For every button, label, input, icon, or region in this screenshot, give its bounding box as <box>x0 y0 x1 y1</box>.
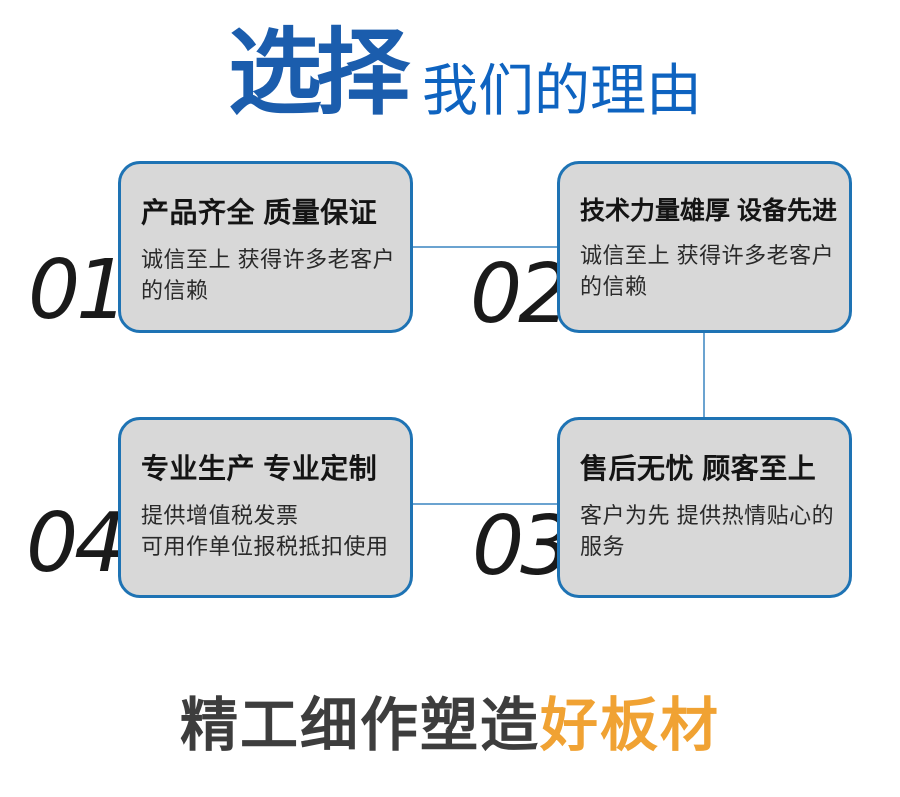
card-body: 提供增值税发票 可用作单位报税抵扣使用 <box>141 500 400 562</box>
card-title: 售后无忧 顾客至上 <box>580 453 817 484</box>
page-subtitle: 我们的理由 <box>422 59 702 122</box>
feature-card-4: 专业生产 专业定制 提供增值税发票 可用作单位报税抵扣使用 <box>118 417 413 598</box>
card-body: 诚信至上 获得许多老客户 的信赖 <box>141 244 400 306</box>
connector-line-card2-card3 <box>703 332 705 418</box>
step-number-03: 03 <box>472 499 572 594</box>
card-body-line1: 诚信至上 获得许多老客户 <box>141 247 396 272</box>
feature-card-3: 售后无忧 顾客至上 客户为先 提供热情贴心的 服务 <box>557 417 852 598</box>
card-title: 技术力量雄厚 设备先进 <box>580 197 837 225</box>
card-title: 专业生产 专业定制 <box>141 453 378 484</box>
card-body-line1: 诚信至上 获得许多老客户 <box>580 243 835 268</box>
connector-line-card4-card3 <box>411 503 558 505</box>
card-body: 客户为先 提供热情贴心的 服务 <box>580 500 839 562</box>
bottom-slogan: 精工细作塑造好板材 <box>0 678 900 762</box>
card-body-line2: 的信赖 <box>141 278 209 304</box>
card-body-line1: 客户为先 提供热情贴心的 <box>580 503 835 528</box>
slogan-accent-text: 好板材 <box>540 693 721 758</box>
card-title: 产品齐全 质量保证 <box>141 197 378 228</box>
step-number-02: 02 <box>470 247 570 342</box>
step-number-04: 04 <box>26 496 126 591</box>
card-body-line2: 可用作单位报税抵扣使用 <box>141 534 389 560</box>
card-body-line2: 服务 <box>580 534 626 560</box>
page-title: 选择 <box>228 20 410 125</box>
feature-card-2: 技术力量雄厚 设备先进 诚信至上 获得许多老客户 的信赖 <box>557 161 852 333</box>
card-body-line1: 提供增值税发票 <box>141 503 299 528</box>
slogan-dark-text: 精工细作塑造 <box>179 693 540 758</box>
connector-line-card1-card2 <box>411 246 558 248</box>
card-body: 诚信至上 获得许多老客户 的信赖 <box>580 240 839 302</box>
card-body-line2: 的信赖 <box>580 274 648 300</box>
step-number-01: 01 <box>28 243 128 338</box>
feature-card-1: 产品齐全 质量保证 诚信至上 获得许多老客户 的信赖 <box>118 161 413 333</box>
